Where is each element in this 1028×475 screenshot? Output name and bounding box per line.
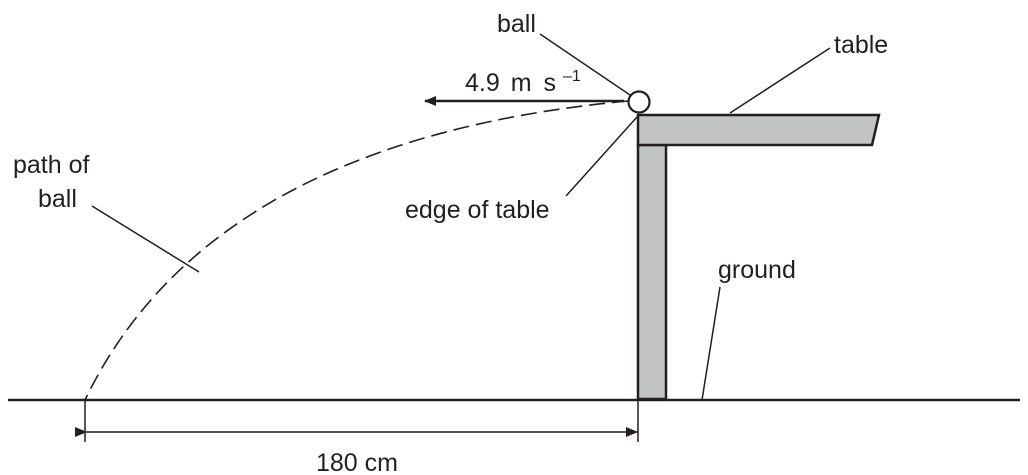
ball-leader-line xyxy=(539,33,631,96)
velocity-exponent: –1 xyxy=(563,68,581,85)
edge-leader-line xyxy=(565,116,638,197)
table-leg xyxy=(636,143,668,401)
table-leader-line xyxy=(729,47,831,114)
path-label-line1: path of xyxy=(13,151,90,179)
ball-label: ball xyxy=(497,10,536,38)
path-label-line2: ball xyxy=(38,185,77,213)
distance-label: 180 cm xyxy=(316,449,398,475)
path-leader-line xyxy=(91,205,200,273)
table-top xyxy=(636,113,881,147)
table-label: table xyxy=(834,31,888,59)
velocity-unit-s: s xyxy=(544,69,557,97)
velocity-unit-m: m xyxy=(511,69,532,97)
edge-of-table-label: edge of table xyxy=(405,196,550,224)
ball xyxy=(627,90,651,114)
ball-path xyxy=(84,100,629,401)
velocity-label: 4.9 m s –1 xyxy=(465,68,581,97)
ground-leader-line xyxy=(701,286,721,401)
ground-label: ground xyxy=(718,256,796,284)
velocity-value: 4.9 xyxy=(465,69,500,97)
